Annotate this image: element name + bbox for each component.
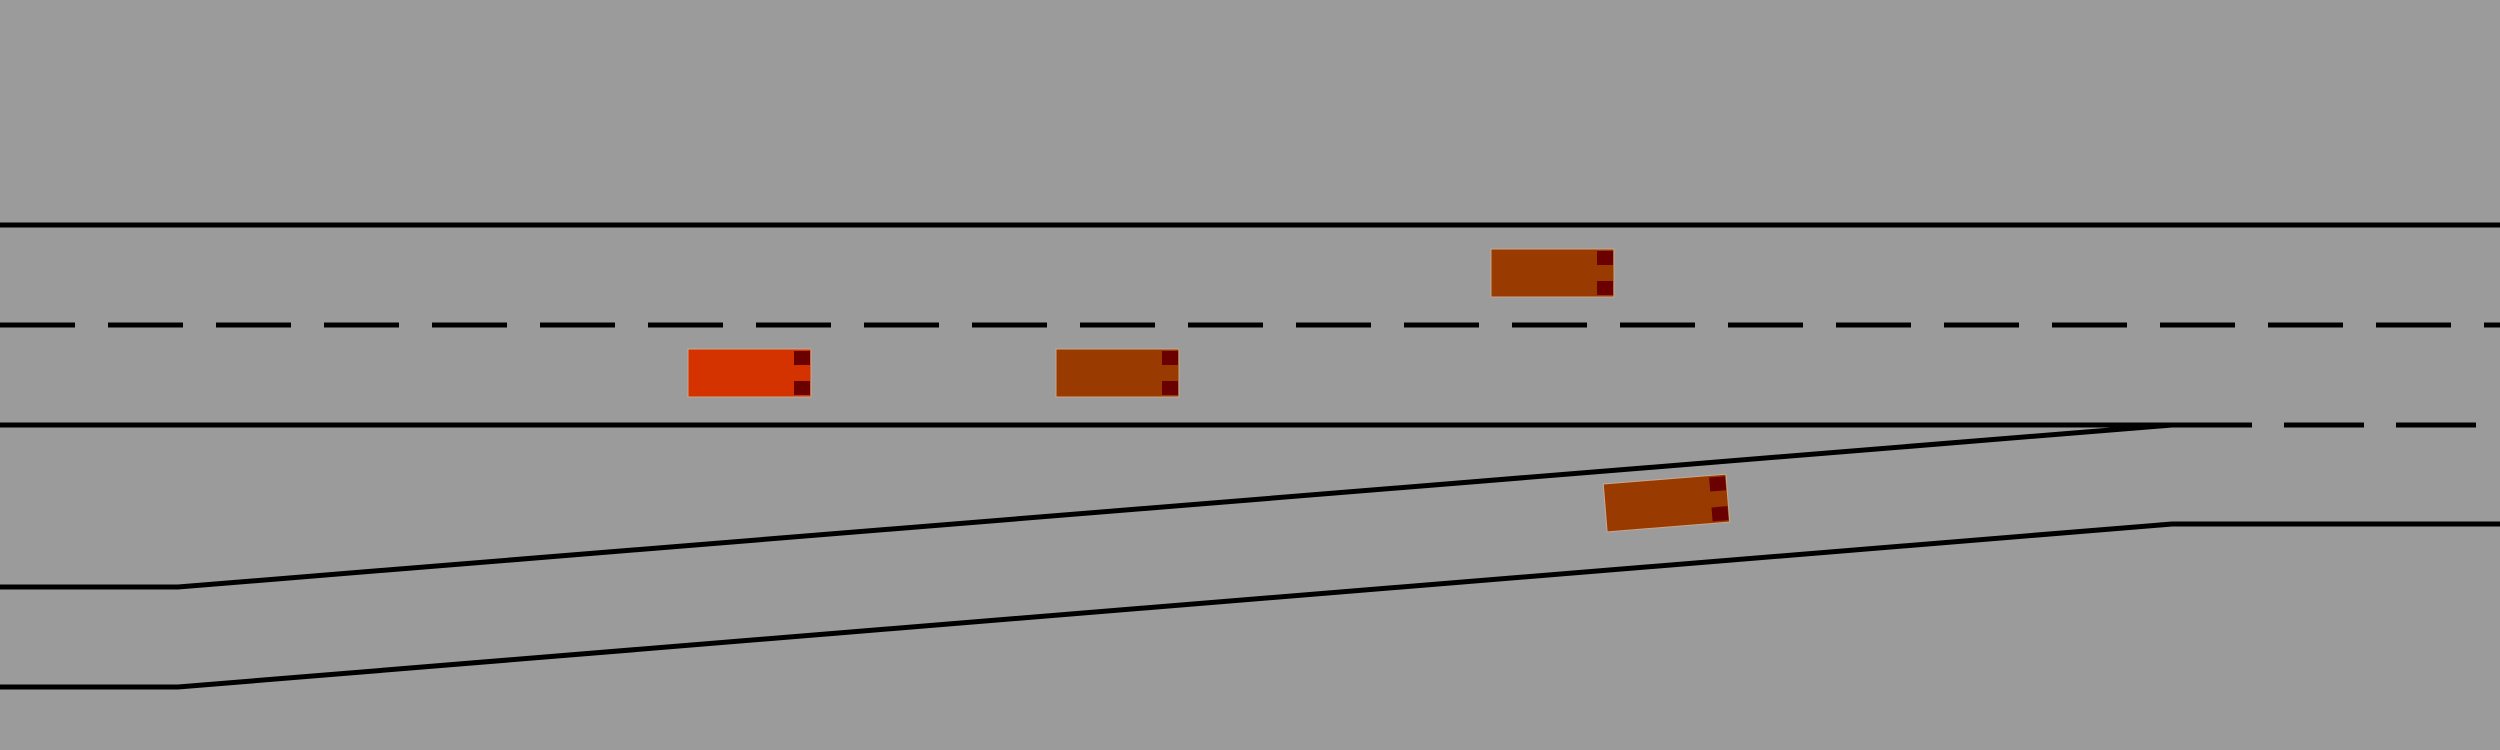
ego-vehicle-tail-light-bottom — [794, 381, 810, 395]
vehicle-3-tail-light-top — [1709, 476, 1727, 492]
vehicle-3-tail-light-bottom — [1711, 506, 1729, 522]
merge-ramp-upper-edge — [0, 422, 2173, 590]
vehicle-2-tail-light-top — [1597, 251, 1613, 265]
ego-vehicle-tail-light-top — [794, 351, 810, 365]
vehicle-1-tail-light-bottom — [1162, 381, 1178, 395]
merge-ramp-lower-edge — [0, 521, 2500, 690]
vehicle-1-body — [1055, 348, 1180, 398]
ego-vehicle — [687, 348, 812, 398]
vehicle-1 — [1055, 348, 1180, 398]
ego-vehicle-body — [687, 348, 812, 398]
vehicle-3-body — [1602, 473, 1731, 533]
vehicle-1-tail-light-top — [1162, 351, 1178, 365]
vehicle-2-tail-light-bottom — [1597, 281, 1613, 295]
vehicle-3 — [1602, 473, 1731, 533]
vehicle-2-body — [1490, 248, 1615, 298]
vehicle-2 — [1490, 248, 1615, 298]
